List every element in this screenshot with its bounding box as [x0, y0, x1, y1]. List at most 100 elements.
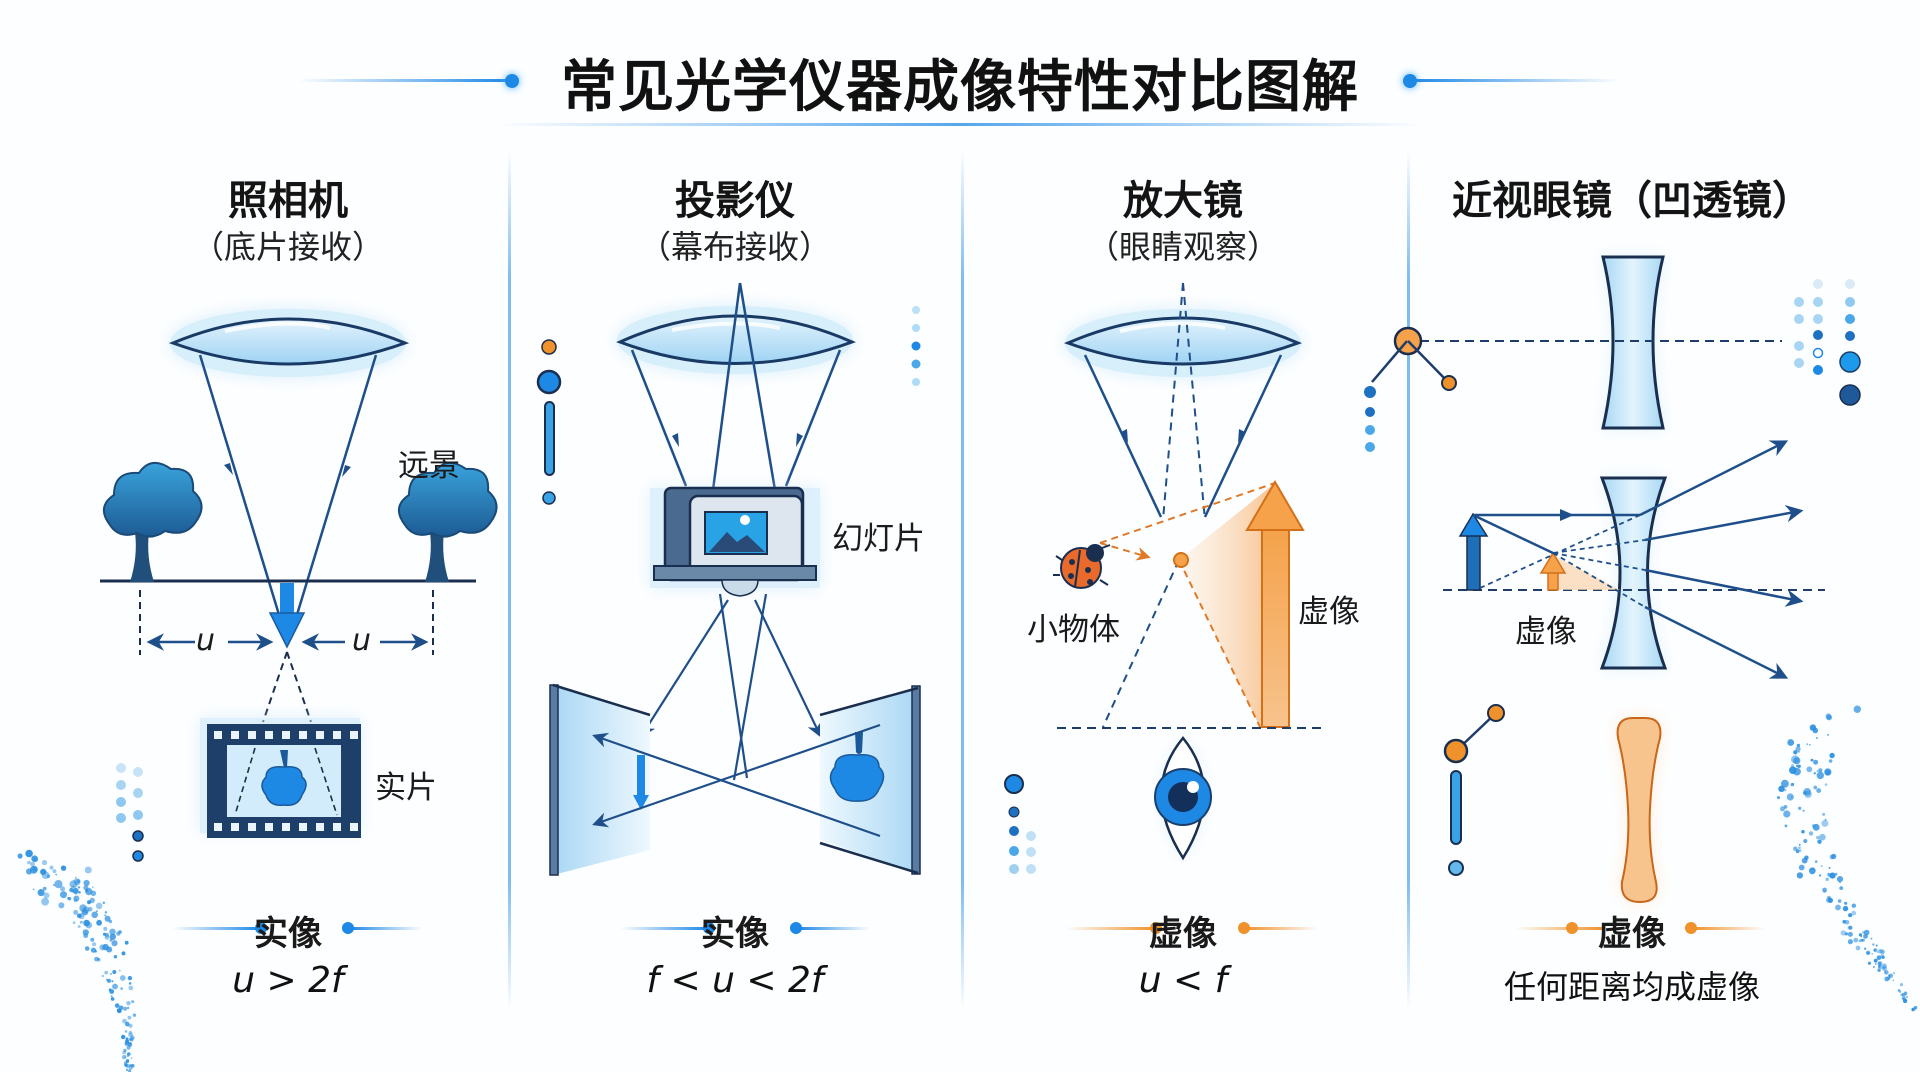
particle: [1814, 860, 1818, 863]
particle: [1809, 743, 1811, 746]
particle: [1873, 958, 1878, 963]
particle: [1787, 739, 1795, 746]
particle: [122, 1018, 127, 1024]
object-arrow-icon: [1458, 512, 1489, 591]
particle: [1835, 904, 1841, 911]
light-ray: [198, 354, 282, 619]
particle: [118, 969, 121, 972]
particle: [1813, 772, 1817, 775]
particle: [1796, 764, 1799, 768]
light-ray: [294, 354, 378, 619]
particle: [1860, 938, 1864, 942]
particle: [1855, 945, 1861, 951]
result-line: [1246, 927, 1318, 930]
particle: [32, 856, 39, 863]
particle: [127, 1042, 133, 1048]
particle: [1848, 925, 1853, 930]
camera-u-right: u: [352, 623, 372, 658]
magnifier-image-label: 虚像: [1298, 594, 1360, 630]
concave-lens-icon: [1601, 255, 1665, 430]
particle: [32, 888, 35, 891]
particle: [27, 860, 31, 865]
particle: [91, 911, 98, 919]
particle: [1848, 913, 1853, 918]
projector-diagram: [536, 282, 921, 876]
particle: [1884, 976, 1890, 982]
result-dot: [1685, 922, 1697, 934]
particle: [1820, 865, 1823, 868]
particle-swirl-decoration: [1777, 705, 1918, 1012]
convex-lens-icon: [168, 309, 410, 377]
particle: [104, 934, 110, 940]
particle: [126, 1001, 131, 1006]
particle: [1793, 846, 1798, 851]
particle: [1798, 864, 1805, 871]
particle: [108, 988, 112, 991]
particle: [1836, 876, 1844, 883]
title-decor-dot-left: [505, 74, 519, 88]
particle: [49, 865, 54, 870]
particle: [1911, 1007, 1915, 1011]
particle: [90, 937, 95, 942]
camera-formula: u > 2f: [232, 960, 344, 1001]
particle-swirl-decoration: [17, 849, 137, 1072]
particle: [1892, 979, 1895, 982]
particle: [125, 1021, 130, 1027]
particle: [1858, 933, 1862, 937]
particle: [1826, 714, 1832, 721]
particle: [1898, 990, 1902, 993]
particle: [110, 972, 112, 975]
particle: [85, 921, 93, 929]
particle: [111, 980, 114, 983]
ladybug-icon: [1053, 544, 1111, 589]
particle: [97, 957, 100, 961]
particle: [90, 890, 97, 896]
particle: [25, 849, 33, 858]
particle: [1853, 937, 1859, 943]
particle: [106, 978, 112, 983]
particle: [1798, 846, 1801, 850]
magnifier-diagram: [1004, 282, 1327, 874]
particle: [1825, 769, 1831, 776]
particle: [1842, 905, 1849, 912]
result-dot: [1566, 922, 1578, 934]
particle: [1815, 736, 1818, 740]
particle: [1780, 806, 1785, 812]
particle: [123, 1061, 127, 1065]
particle: [102, 901, 106, 905]
particle: [1874, 963, 1877, 965]
particle: [104, 970, 109, 975]
particle: [1901, 997, 1904, 1000]
eye-icon: [1154, 736, 1212, 861]
particle: [91, 886, 94, 889]
particle: [121, 951, 126, 956]
particle: [119, 975, 126, 981]
particle: [1825, 877, 1829, 881]
particle: [104, 915, 111, 922]
particle: [1828, 759, 1833, 763]
particle: [1801, 830, 1805, 834]
particle: [116, 931, 121, 936]
particle: [90, 947, 97, 953]
particle: [126, 1054, 130, 1057]
particle: [116, 1008, 121, 1012]
image-arrow-icon: [268, 583, 306, 649]
particle: [109, 928, 116, 935]
particle: [1801, 857, 1808, 864]
particle: [92, 942, 97, 947]
particle: [52, 869, 57, 874]
particle: [109, 933, 117, 940]
particle: [67, 897, 72, 901]
camera-diagram: [100, 309, 498, 838]
particle: [79, 920, 83, 924]
particle: [1863, 929, 1870, 936]
decor-dot: [541, 339, 557, 355]
result-line: [1515, 927, 1603, 930]
particle: [1818, 768, 1823, 773]
particle: [1821, 819, 1829, 827]
film-icon: [200, 718, 361, 838]
particle: [41, 859, 48, 866]
particle: [1829, 752, 1835, 759]
particle: [1786, 793, 1794, 801]
particle: [1790, 796, 1793, 799]
